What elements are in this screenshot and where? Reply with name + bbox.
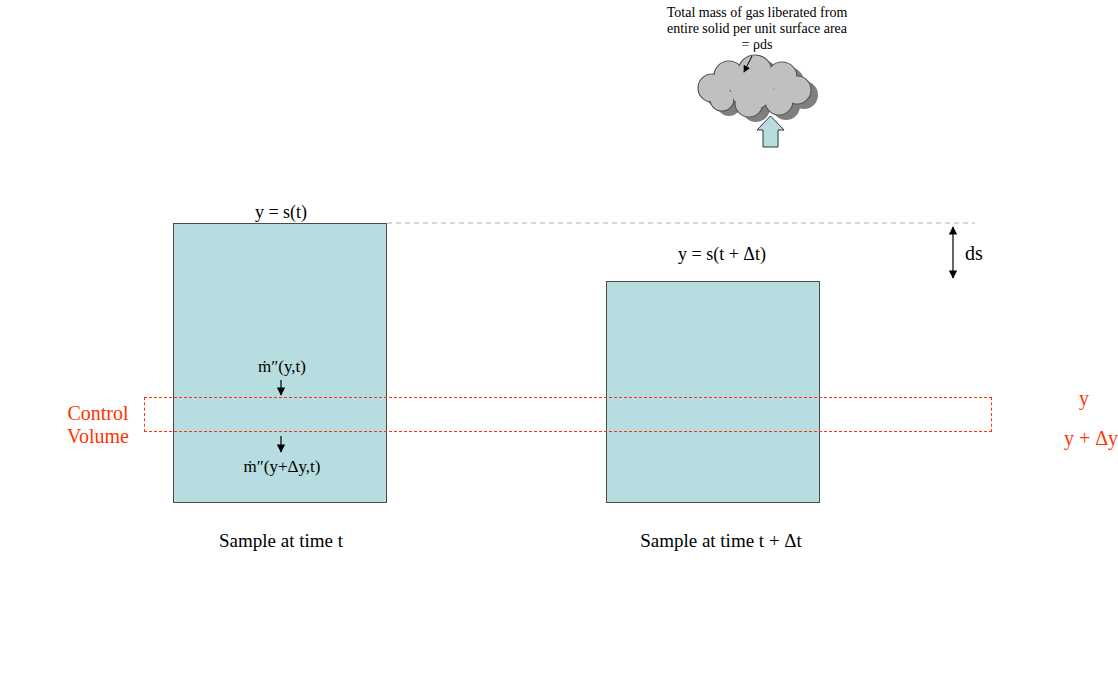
control-volume: Control Volumeyy + Δy (144, 397, 992, 432)
flux-arrow (280, 436, 281, 452)
cloud-fill (731, 67, 773, 109)
surface-position: y = s(t + Δt) (678, 244, 766, 265)
sample-block: y = s(t + Δt)Sample at time t + Δt (606, 281, 820, 503)
callout-note: Total mass of gas liberated from entire … (665, 5, 849, 53)
boundary-label: y (1079, 387, 1089, 410)
sample-block: y = s(t)ṁ″(y,t)ṁ″(y+Δy,t)Sample at time … (173, 223, 387, 503)
mass-flux-out: ṁ″(y+Δy,t) (243, 457, 320, 477)
gas-cloud (698, 55, 818, 122)
release-arrow (757, 116, 784, 147)
dimension-arrow (952, 227, 953, 278)
dimension-label: ds (965, 242, 983, 265)
sample-caption: Sample at time t + Δt (640, 530, 802, 552)
sample-caption: Sample at time t (219, 530, 343, 552)
mass-flux-in: ṁ″(y,t) (258, 357, 306, 377)
surface-position: y = s(t) (255, 202, 307, 223)
cloud-fill (711, 88, 733, 110)
flux-arrow (280, 380, 281, 395)
leader-line (744, 56, 752, 72)
boundary-label: y + Δy (1064, 427, 1118, 450)
surface-guide-line (387, 222, 975, 223)
region-label: Control Volume (53, 402, 143, 448)
